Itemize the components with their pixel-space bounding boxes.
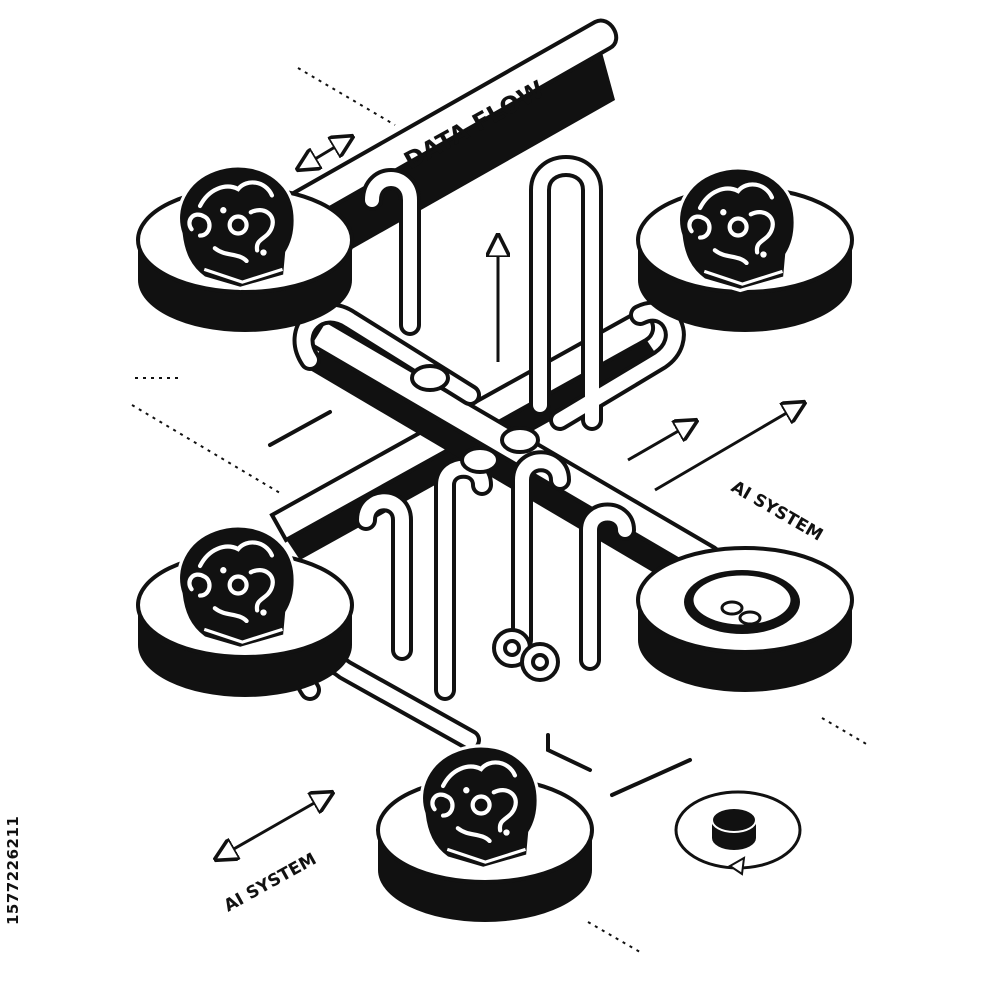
guide-lines xyxy=(131,67,869,953)
double-arrow-icon xyxy=(300,138,350,168)
slot-platform-detail xyxy=(684,570,800,634)
double-arrow-bottom-icon xyxy=(218,794,330,858)
data-flow-pipe xyxy=(287,18,619,270)
rotate-icon xyxy=(674,790,802,876)
brain-icon xyxy=(421,746,538,868)
pipe-segments xyxy=(268,410,692,797)
flow-arrows xyxy=(218,138,802,858)
ai-system-label-right: AI SYSTEM xyxy=(728,477,827,545)
pipe-couplings xyxy=(410,364,560,682)
brain-icon xyxy=(178,526,295,648)
stock-id: 1577226211 xyxy=(4,815,22,925)
diagonal-arrow-long-icon xyxy=(654,404,802,492)
brain-icon xyxy=(178,166,295,288)
ai-system-label-bottom: AI SYSTEM xyxy=(221,849,320,916)
brain-icon xyxy=(678,168,795,290)
diagonal-arrow-icon xyxy=(627,422,694,462)
